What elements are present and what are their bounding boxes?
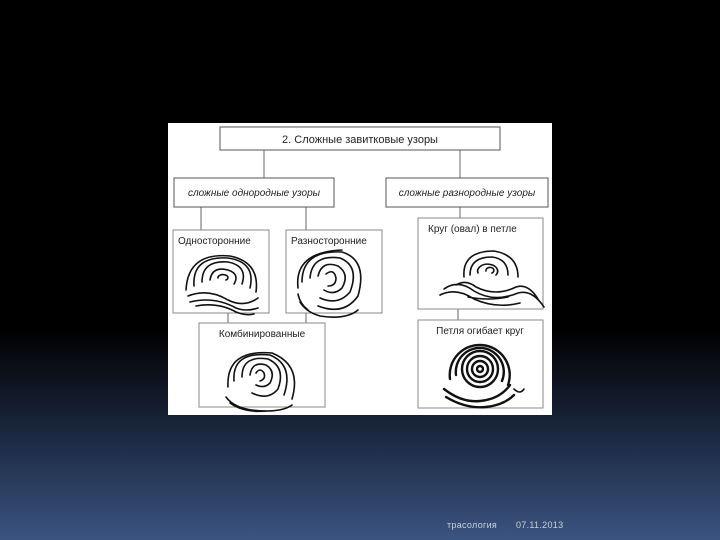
multi-sided-label: Разносторонние (291, 236, 367, 247)
loop-around-circle-label: Петля огибает круг (436, 325, 524, 337)
diagram-title: 2. Сложные завитковые узоры (282, 134, 438, 146)
right-group-label: сложные разнородные узоры (399, 188, 536, 199)
circle-in-loop-label: Круг (овал) в петле (428, 224, 517, 235)
left-group-label: сложные однородные узоры (188, 188, 321, 199)
one-sided-label: Односторонние (178, 236, 251, 247)
loop-around-circle-box: Петля огибает круг (418, 320, 543, 408)
classification-diagram: 2. Сложные завитковые узоры сложные одно… (168, 123, 552, 415)
footer-subject: трасология (447, 520, 497, 530)
one-sided-box: Односторонние (173, 230, 269, 315)
circle-in-loop-box: Круг (овал) в петле (418, 218, 544, 309)
combined-label: Комбинированные (219, 328, 306, 340)
footer-date: 07.11.2013 (516, 520, 563, 530)
combined-box: Комбинированные (199, 323, 325, 411)
multi-sided-box: Разносторонние (286, 230, 382, 317)
